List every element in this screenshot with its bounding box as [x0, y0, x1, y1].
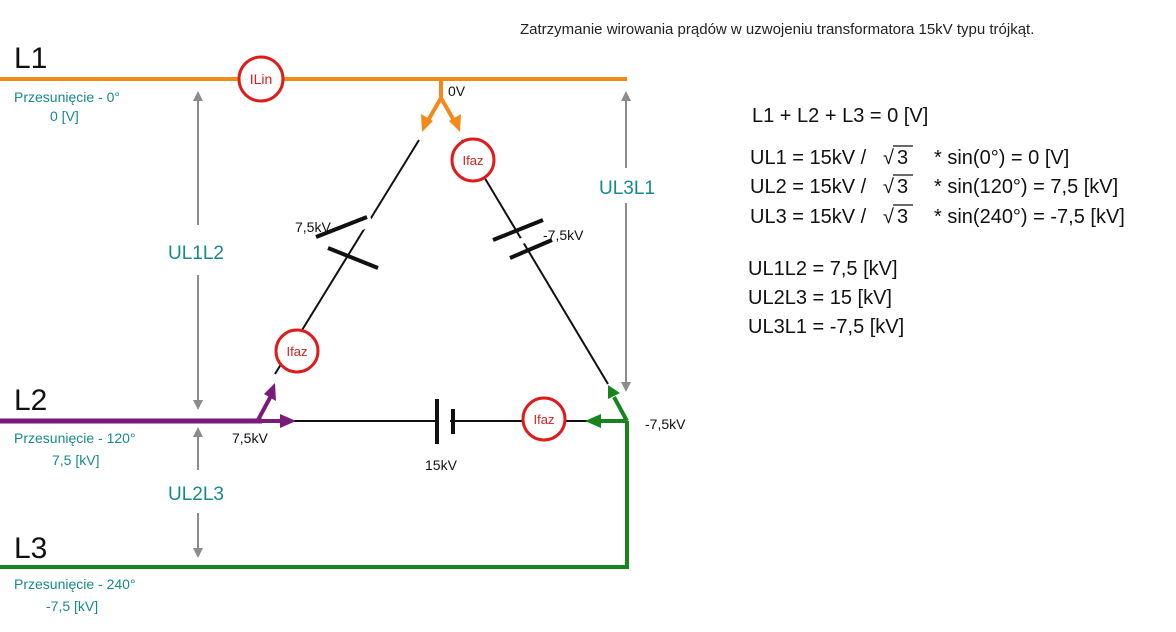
right-battery-voltage: -7,5kV — [543, 227, 584, 243]
equation-ul3: UL3 = 15kV / √ 3 * sin(240°) = -7,5 [kV] — [750, 204, 1125, 228]
l3-shift: Przesunięcie - 240° — [14, 576, 136, 592]
left-battery-icon — [315, 215, 379, 270]
left-up-arrowhead — [264, 383, 276, 401]
bottom-phase-label: Ifaz — [534, 412, 555, 427]
equation-ul2: UL2 = 15kV / √ 3 * sin(120°) = 7,5 [kV] — [750, 174, 1118, 198]
equation-ul3-pre: UL3 = 15kV / — [750, 206, 867, 228]
result-ul2l3: UL2L3 = 15 [kV] — [748, 287, 892, 309]
right-left-arrowhead — [585, 414, 601, 428]
l1-voltage: 0 [V] — [50, 108, 79, 124]
equation-ul2-post: * sin(120°) = 7,5 [kV] — [934, 176, 1118, 198]
l2-voltage: 7,5 [kV] — [52, 452, 99, 468]
equation-ul1-sqrt-arg: 3 — [897, 147, 908, 169]
equation-ul2-pre: UL2 = 15kV / — [750, 176, 867, 198]
l2-label: L2 — [14, 384, 47, 417]
l1-label: L1 — [14, 42, 47, 75]
left-phase-meter-icon: Ifaz — [274, 328, 320, 374]
left-node-voltage: 7,5kV — [232, 430, 268, 446]
equation-ul3-sqrt-sign: √ — [883, 206, 894, 228]
l3-label: L3 — [14, 532, 47, 565]
diagram-title: Zatrzymanie wirowania prądów w uzwojeniu… — [520, 21, 1034, 38]
delta-right-wire — [461, 139, 609, 385]
equation-ul1: UL1 = 15kV / √ 3 * sin(0°) = 0 [V] — [750, 145, 1069, 169]
l3-voltage: -7,5 [kV] — [46, 598, 98, 614]
equation-ul1-pre: UL1 = 15kV / — [750, 147, 867, 169]
bottom-battery-icon — [435, 399, 455, 444]
top-node-voltage: 0V — [448, 83, 466, 99]
equation-ul2-sqrt-sign: √ — [883, 176, 894, 198]
ul2l3-label: UL2L3 — [168, 484, 224, 505]
top-phase-meter-icon: Ifaz — [450, 137, 496, 183]
result-ul1l2: UL1L2 = 7,5 [kV] — [748, 258, 898, 280]
line-current-meter-icon: ILin — [237, 55, 285, 103]
left-right-arrowhead — [280, 414, 296, 428]
ul1l2-label: UL1L2 — [168, 243, 224, 264]
equation-ul3-sqrt-arg: 3 — [897, 206, 908, 228]
equation-ul2-sqrt-arg: 3 — [897, 176, 908, 198]
equation-sum: L1 + L2 + L3 = 0 [V] — [752, 105, 928, 127]
l1-shift: Przesunięcie - 0° — [14, 89, 120, 105]
right-node-up-branch — [612, 396, 629, 422]
l2-shift: Przesunięcie - 120° — [14, 430, 136, 446]
equation-ul1-sqrt-sign: √ — [883, 147, 894, 169]
top-phase-label: Ifaz — [463, 153, 484, 168]
left-battery-voltage: 7,5kV — [295, 219, 331, 235]
top-left-arrowhead — [421, 114, 433, 132]
left-node-up-branch — [256, 393, 274, 421]
l3-line — [0, 421, 629, 569]
bottom-phase-meter-icon: Ifaz — [521, 396, 567, 442]
result-ul3l1: UL3L1 = -7,5 [kV] — [748, 316, 904, 338]
equation-ul1-post: * sin(0°) = 0 [V] — [934, 147, 1069, 169]
right-node-voltage: -7,5kV — [645, 416, 686, 432]
left-phase-label: Ifaz — [287, 344, 308, 359]
right-up-arrowhead — [608, 385, 620, 399]
equation-ul3-post: * sin(240°) = -7,5 [kV] — [934, 206, 1125, 228]
ul3l1-label: UL3L1 — [599, 178, 655, 199]
line-current-label: ILin — [250, 71, 273, 87]
top-right-arrowhead — [449, 114, 461, 132]
right-battery-icon — [492, 218, 553, 260]
bottom-battery-voltage: 15kV — [425, 457, 458, 473]
